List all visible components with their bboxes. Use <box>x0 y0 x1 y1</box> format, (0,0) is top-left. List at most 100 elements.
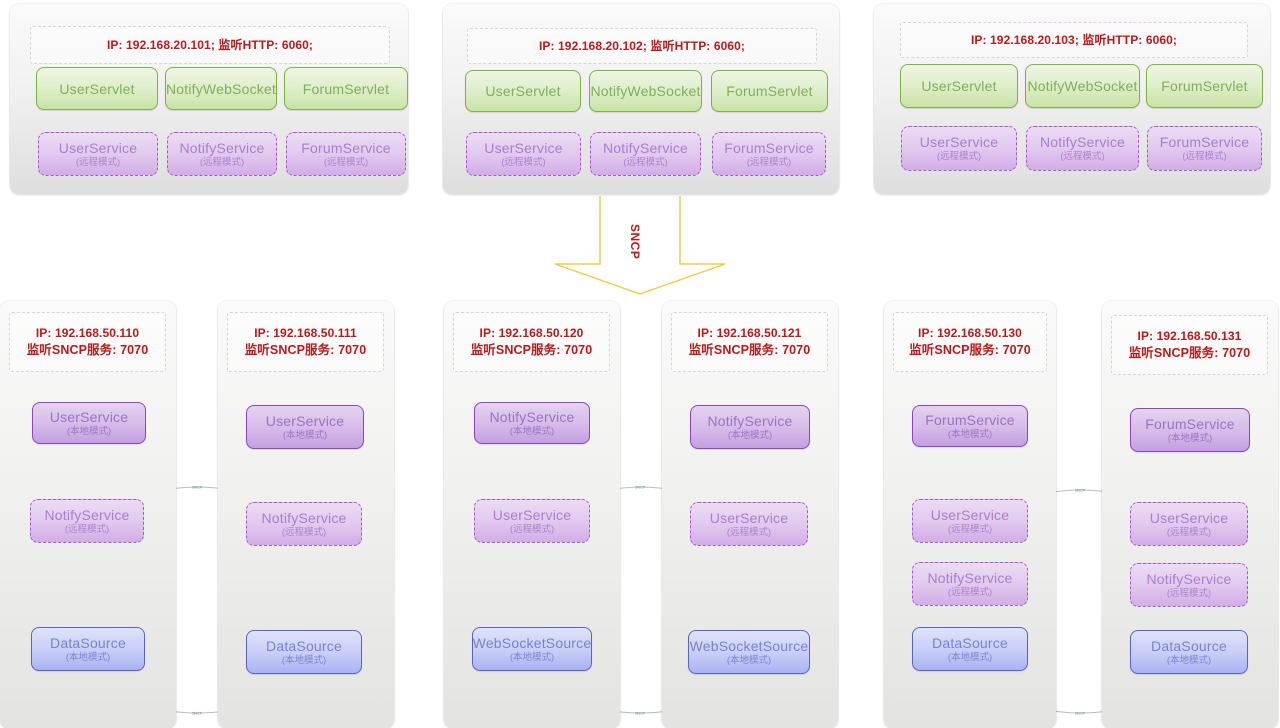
node-title: NotifyService <box>179 139 265 156</box>
connector-label-sncp-2: SNCP <box>191 710 203 716</box>
host-ip-header: IP: 192.168.20.102; 监听HTTP: 6060; <box>467 28 817 64</box>
host-ip-line-2: 监听SNCP服务: 7070 <box>244 343 367 357</box>
host-ip-header: IP: 192.168.50.121 监听SNCP服务: 7070 <box>671 312 828 372</box>
node-title: NotifyService <box>1146 570 1232 587</box>
host-ip-header: IP: 192.168.50.111 监听SNCP服务: 7070 <box>227 312 384 372</box>
service-node-userservice-remote[interactable]: UserService (远程模式) <box>38 132 158 176</box>
service-node-userservice-remote[interactable]: UserService (远程模式) <box>690 502 808 546</box>
sncp-protocol-arrow <box>554 196 726 295</box>
service-node-userservice-remote[interactable]: UserService (远程模式) <box>1130 502 1248 546</box>
host-ip-header: IP: 192.168.50.131 监听SNCP服务: 7070 <box>1111 315 1268 375</box>
service-node-notifyservice-remote[interactable]: NotifyService (远程模式) <box>912 562 1028 606</box>
source-node-datasource-local[interactable]: DataSource (本地模式) <box>246 630 362 674</box>
source-node-datasource-local[interactable]: DataSource (本地模式) <box>912 627 1028 671</box>
node-title: UserService <box>930 506 1010 523</box>
node-mode: (本地模式) <box>282 429 328 441</box>
service-node-userservice-remote[interactable]: UserService (远程模式) <box>466 132 581 176</box>
top-host-panel-2: IP: 192.168.20.102; 监听HTTP: 6060; UserSe… <box>443 4 839 194</box>
service-node-notifyservice-remote[interactable]: NotifyService (远程模式) <box>590 132 701 176</box>
node-title: UserService <box>709 509 789 526</box>
host-ip-line-2: 监听SNCP服务: 7070 <box>26 343 149 357</box>
servlet-node-forumservlet[interactable]: ForumServlet <box>284 67 408 110</box>
node-title: UserService <box>919 134 999 150</box>
node-title: ForumServlet <box>1161 78 1248 94</box>
bottom-host-panel-1: IP: 192.168.50.110 监听SNCP服务: 7070 UserSe… <box>0 301 176 728</box>
service-node-forumservice-remote[interactable]: ForumService (远程模式) <box>286 132 406 176</box>
node-title: NotifyWebSocket <box>590 83 701 99</box>
node-title: NotifyService <box>489 408 575 425</box>
host-ip-text: IP: 192.168.20.101; 监听HTTP: 6060; <box>106 37 314 52</box>
node-title: UserService <box>58 139 138 156</box>
host-ip-line-1: IP: 192.168.50.111 <box>254 326 357 340</box>
service-node-notifyservice-remote[interactable]: NotifyService (远程模式) <box>1130 563 1248 607</box>
node-title: ForumService <box>301 139 391 156</box>
bottom-host-panel-3: IP: 192.168.50.120 监听SNCP服务: 7070 Notify… <box>444 301 620 728</box>
node-mode: (本地模式) <box>509 425 555 437</box>
node-mode: (远程模式) <box>1166 526 1212 538</box>
service-node-userservice-remote[interactable]: UserService (远程模式) <box>901 126 1017 171</box>
service-node-forumservice-local[interactable]: ForumService (本地模式) <box>912 405 1028 447</box>
node-title: ForumService <box>1159 134 1250 150</box>
node-mode: (远程模式) <box>1182 151 1227 162</box>
servlet-node-forumservlet[interactable]: ForumServlet <box>711 70 828 112</box>
node-mode: (远程模式) <box>947 586 993 598</box>
node-title: NotifyService <box>707 412 793 429</box>
service-node-notifyservice-remote[interactable]: NotifyService (远程模式) <box>246 502 362 546</box>
service-node-notifyservice-local[interactable]: NotifyService (本地模式) <box>474 402 590 444</box>
servlet-node-userservlet[interactable]: UserServlet <box>465 70 581 112</box>
node-title: DataSource <box>932 634 1008 651</box>
node-mode: (本地模式) <box>1167 432 1213 444</box>
node-mode: (远程模式) <box>64 523 110 535</box>
service-node-userservice-local[interactable]: UserService (本地模式) <box>32 402 146 444</box>
connector-label-sncp-6: SNCP <box>1074 710 1086 716</box>
servlet-node-notifywebsocket[interactable]: NotifyWebSocket <box>165 67 277 110</box>
node-mode: (远程模式) <box>199 156 245 168</box>
node-mode: (本地模式) <box>281 654 327 666</box>
host-ip-header: IP: 192.168.50.130 监听SNCP服务: 7070 <box>893 312 1047 372</box>
source-node-websocketsource-local[interactable]: WebSocketSource (本地模式) <box>472 627 592 671</box>
node-title: DataSource <box>1151 637 1227 654</box>
service-node-forumservice-remote[interactable]: ForumService (远程模式) <box>1147 126 1262 171</box>
service-node-notifyservice-local[interactable]: NotifyService (本地模式) <box>690 405 810 449</box>
servlet-node-userservlet[interactable]: UserServlet <box>36 67 158 110</box>
service-node-forumservice-remote[interactable]: ForumService (远程模式) <box>712 132 826 176</box>
host-ip-line-1: IP: 192.168.50.110 <box>35 326 140 340</box>
host-ip-line-1: IP: 192.168.50.130 <box>918 326 1022 340</box>
source-node-datasource-local[interactable]: DataSource (本地模式) <box>31 627 145 671</box>
node-mode: (远程模式) <box>501 156 546 168</box>
servlet-node-notifywebsocket[interactable]: NotifyWebSocket <box>589 70 702 112</box>
service-node-notifyservice-remote[interactable]: NotifyService (远程模式) <box>1026 126 1139 171</box>
node-title: ForumService <box>925 411 1015 428</box>
service-node-userservice-remote[interactable]: UserService (远程模式) <box>912 499 1028 543</box>
servlet-node-forumservlet[interactable]: ForumServlet <box>1146 64 1263 108</box>
node-title: NotifyService <box>1039 134 1126 150</box>
service-node-userservice-remote[interactable]: UserService (远程模式) <box>474 499 590 543</box>
node-title: UserServlet <box>921 78 997 94</box>
service-node-userservice-local[interactable]: UserService (本地模式) <box>246 405 364 449</box>
node-title: UserService <box>49 408 129 425</box>
node-mode: (本地模式) <box>1166 654 1212 666</box>
source-node-datasource-local[interactable]: DataSource (本地模式) <box>1130 630 1248 674</box>
top-host-panel-3: IP: 192.168.20.103; 监听HTTP: 6060; UserSe… <box>874 4 1270 194</box>
host-ip-line-2: 监听SNCP服务: 7070 <box>1128 346 1251 360</box>
node-title: ForumServlet <box>726 83 813 99</box>
node-title: DataSource <box>266 637 342 654</box>
node-mode: (远程模式) <box>936 151 982 162</box>
node-mode: (远程模式) <box>323 156 369 168</box>
bottom-host-panel-2: IP: 192.168.50.111 监听SNCP服务: 7070 UserSe… <box>218 301 394 728</box>
host-ip-header: IP: 192.168.50.110 监听SNCP服务: 7070 <box>9 312 166 372</box>
source-node-websocketsource-local[interactable]: WebSocketSource (本地模式) <box>688 630 810 674</box>
node-title: UserServlet <box>485 83 561 99</box>
node-mode: (远程模式) <box>1166 587 1212 599</box>
host-ip-line-2: 监听SNCP服务: 7070 <box>470 343 593 357</box>
host-ip-line-2: 监听SNCP服务: 7070 <box>688 343 811 357</box>
service-node-notifyservice-remote[interactable]: NotifyService (远程模式) <box>30 499 144 543</box>
service-node-forumservice-local[interactable]: ForumService (本地模式) <box>1130 408 1250 452</box>
node-title: ForumService <box>1145 415 1235 432</box>
node-title: UserServlet <box>59 80 135 97</box>
servlet-node-userservlet[interactable]: UserServlet <box>900 64 1018 108</box>
service-node-notifyservice-remote[interactable]: NotifyService (远程模式) <box>167 132 277 176</box>
node-title: UserService <box>1149 509 1229 526</box>
servlet-node-notifywebsocket[interactable]: NotifyWebSocket <box>1025 64 1140 108</box>
host-ip-text: IP: 192.168.20.103; 监听HTTP: 6060; <box>970 32 1178 47</box>
